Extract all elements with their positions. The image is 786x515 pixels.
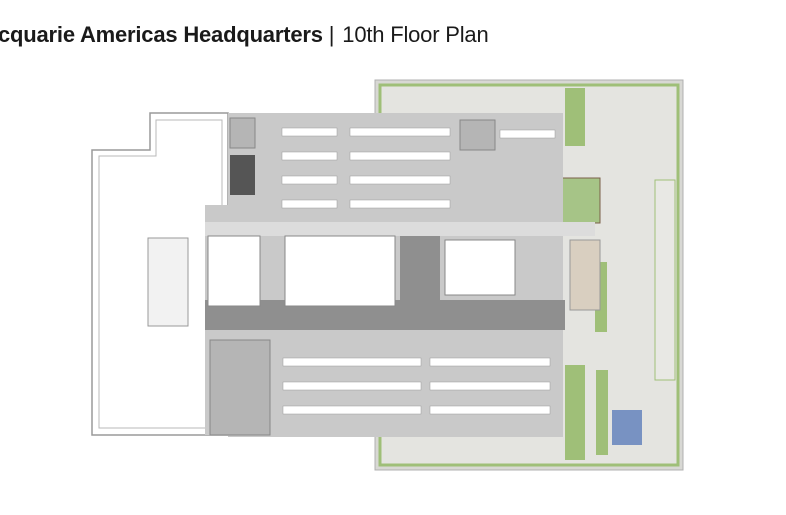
desk-row [281, 199, 338, 209]
workstations [281, 127, 556, 415]
desk-row [499, 129, 556, 139]
planter [565, 365, 585, 460]
desk-row [281, 127, 338, 137]
left-wing [91, 112, 229, 436]
desk-row [349, 175, 451, 185]
title-floor: 10th Floor Plan [342, 22, 489, 47]
desk-row [282, 357, 422, 367]
desk-row [349, 199, 451, 209]
desk-row [282, 405, 422, 415]
desk-row [429, 405, 551, 415]
page-title: cquarie Americas Headquarters| 10th Floor… [0, 22, 489, 48]
desk-row [349, 127, 451, 137]
desk-row [429, 357, 551, 367]
title-building: cquarie Americas Headquarters [0, 22, 323, 47]
title-separator: | [328, 22, 335, 47]
terrace-seating [612, 410, 642, 445]
desk-row [281, 175, 338, 185]
desk-row [349, 151, 451, 161]
desk-row [281, 151, 338, 161]
desk-row [282, 381, 422, 391]
desk-row [429, 381, 551, 391]
planter [565, 88, 585, 146]
